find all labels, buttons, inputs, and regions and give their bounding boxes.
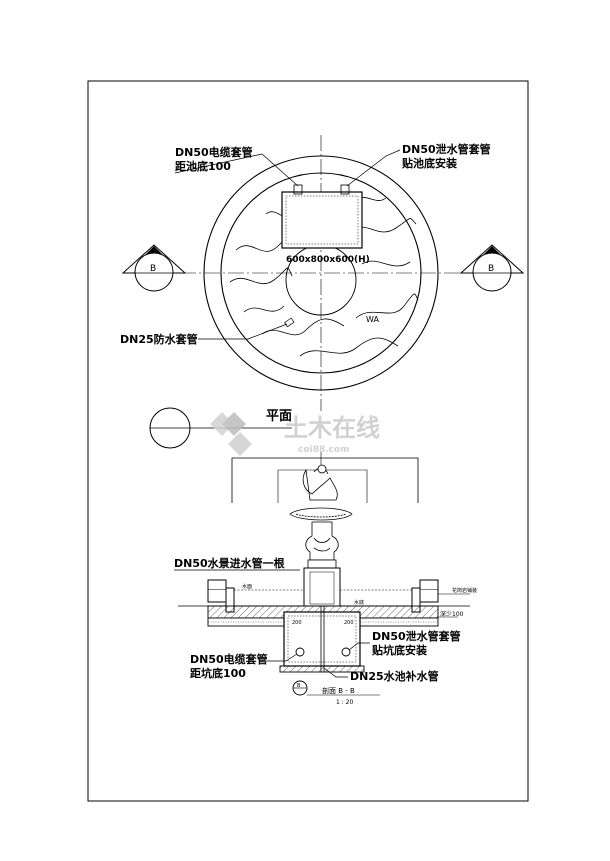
plan-view: 600x800x600(H) WA DN50电缆套管 距池底100 DN50泄水… xyxy=(120,135,525,449)
pool-rim-left xyxy=(207,579,235,613)
plan-drain-callout-line2: 贴池底安装 xyxy=(401,156,457,170)
waterproof-sleeve-plan xyxy=(284,317,295,328)
plan-waterproof-callout: DN25防水套管 xyxy=(120,332,198,346)
pool-inner-rim xyxy=(220,172,422,374)
section-makeup-leader xyxy=(323,667,348,678)
watermark-text-en: coi88.com xyxy=(298,445,349,455)
fountain-pedestal xyxy=(303,567,341,607)
water-wave-lines xyxy=(229,197,419,357)
section-cable-callout-line1: DN50电缆套管 xyxy=(190,652,268,666)
section-cable-callout-line2: 距坑底100 xyxy=(190,666,246,680)
plan-cable-callout-line2: 距池底100 xyxy=(175,159,231,173)
sheet-border xyxy=(87,80,529,802)
section-marker-right: B xyxy=(459,244,525,292)
svg-text:200: 200 xyxy=(344,620,354,626)
watermark-logo-icon xyxy=(210,412,252,456)
watermark-text-cn: 土木在线 xyxy=(284,414,380,442)
tank-size-label: 600x800x600(H) xyxy=(286,255,370,265)
label-right-depth: 深少100 xyxy=(440,610,464,618)
pool-rim-right xyxy=(411,579,439,613)
section-marker-left: B xyxy=(121,244,187,292)
drain-sleeve-section xyxy=(341,647,351,657)
drain-sleeve-plan xyxy=(340,184,350,195)
section-title: 剖面 B - B xyxy=(322,686,355,695)
plan-cable-leader xyxy=(174,153,299,187)
equipment-tank-inner xyxy=(285,195,359,245)
cable-sleeve-section xyxy=(295,647,305,657)
label-right-finish: 花岗岩铺装 xyxy=(452,587,477,594)
fountain-sculpture xyxy=(289,464,353,569)
plan-drain-leader xyxy=(346,149,401,187)
watermark: 土木在线 coi88.com xyxy=(210,412,380,456)
label-pool-bottom: 水底 xyxy=(354,599,364,606)
wa-label: WA xyxy=(366,315,379,324)
plan-drain-callout-line1: DN50泄水管套管 xyxy=(402,142,491,156)
section-drain-callout-line1: DN50泄水管套管 xyxy=(372,629,461,643)
section-cable-leader xyxy=(266,653,298,662)
section-marker-right-label: B xyxy=(488,264,494,274)
section-extent-lines xyxy=(231,457,419,503)
equipment-pit-floor xyxy=(279,665,365,673)
equipment-pit xyxy=(283,611,361,667)
pool-outer-rim xyxy=(203,155,439,391)
cable-sleeve-plan xyxy=(293,184,303,195)
section-inlet-callout: DN50水景进水管一根 xyxy=(174,556,286,570)
label-water-level: 水面 xyxy=(242,583,252,590)
plan-cable-callout-line1: DN50电缆套管 xyxy=(175,145,253,159)
section-drain-leader xyxy=(348,642,370,651)
equipment-tank-plan xyxy=(281,191,363,249)
section-makeup-callout: DN25水池补水管 xyxy=(350,669,439,683)
plan-title: 平面 xyxy=(266,409,292,424)
section-drain-callout-line2: 贴坑底安装 xyxy=(371,643,427,657)
section-scale: 1 : 20 xyxy=(336,699,353,706)
section-view: 水面 水底 200 200 花岗岩铺装 深少100 DN50水景进水管一根 D xyxy=(174,452,477,706)
plan-waterproof-leader xyxy=(198,323,288,340)
svg-text:200: 200 xyxy=(292,620,302,626)
section-marker-left-label: B xyxy=(150,264,156,274)
section-title-mark: B xyxy=(297,683,301,689)
